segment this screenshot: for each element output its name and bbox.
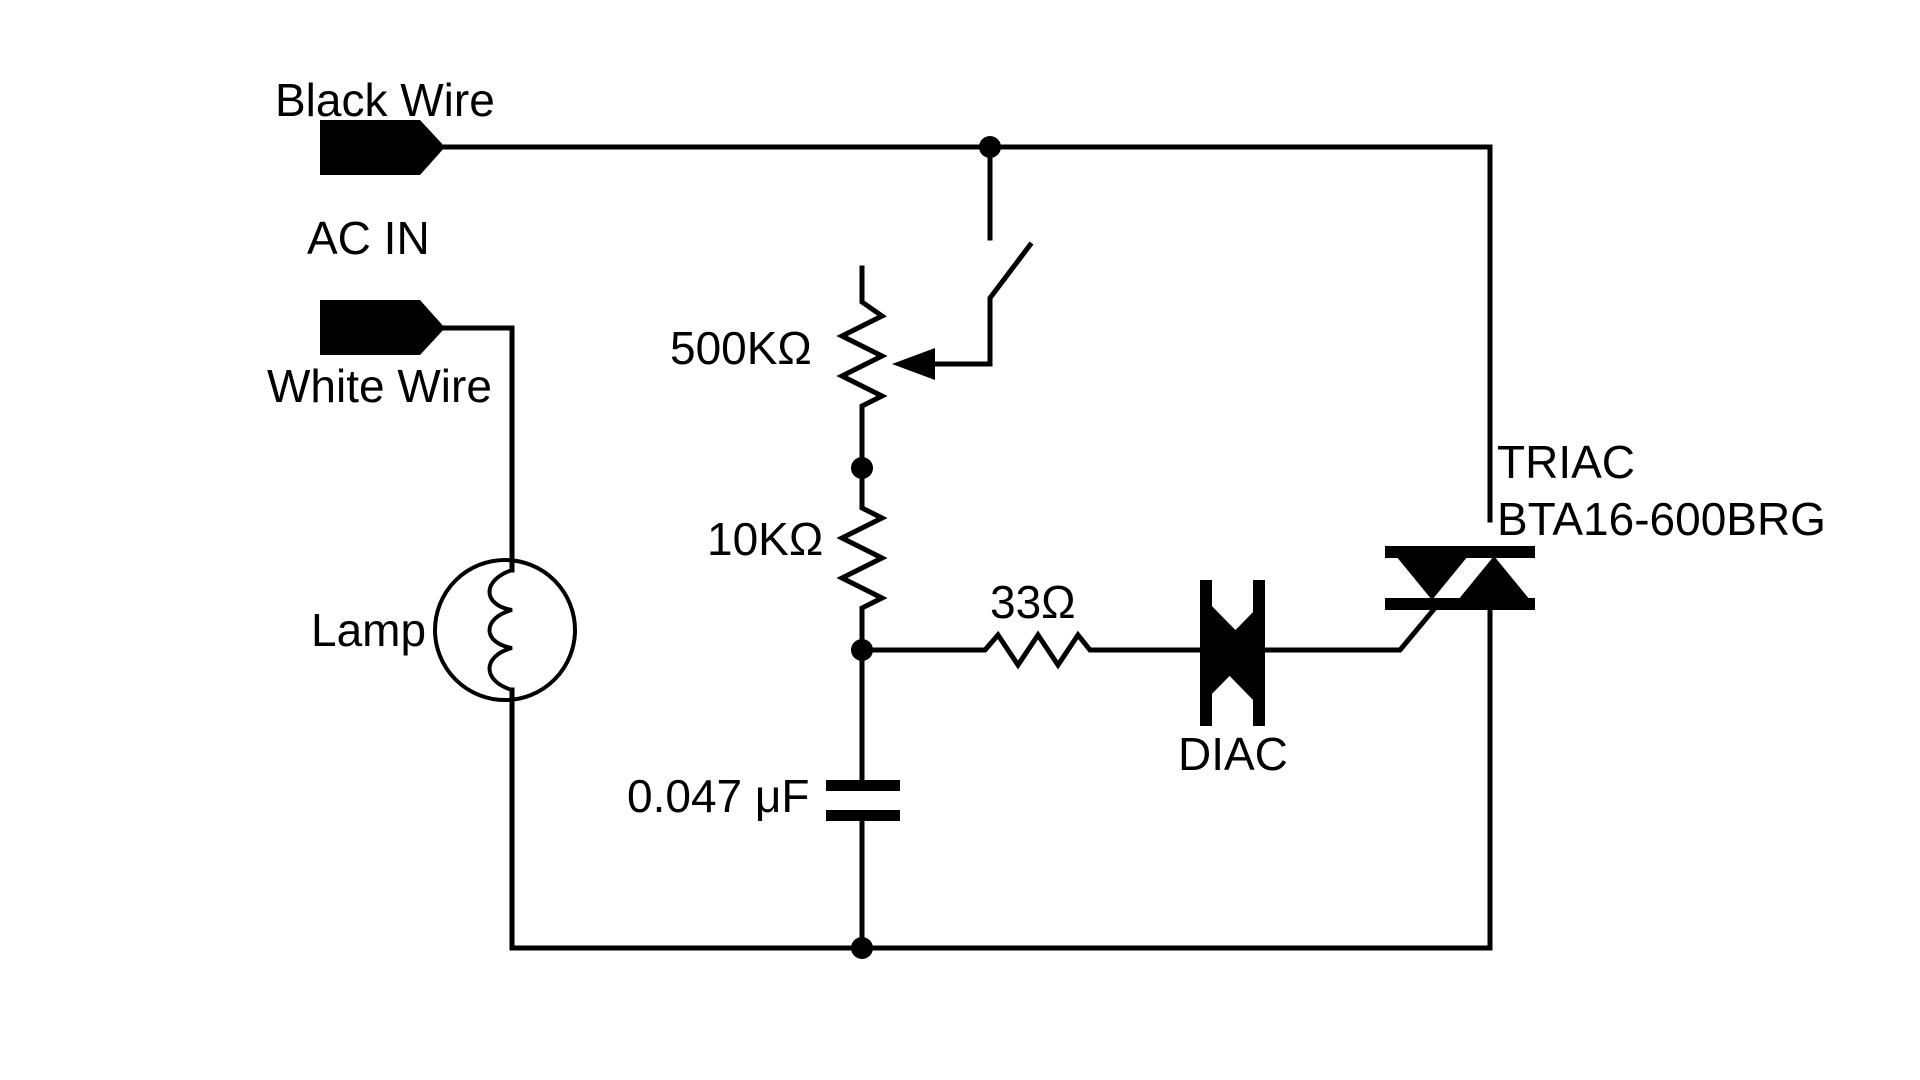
label-triac: TRIAC [1497,436,1635,488]
lamp [433,558,577,702]
wire-diac-to-gate [1262,604,1439,653]
label-resistor-33: 33Ω [990,576,1076,628]
wire-white-to-lamp [442,325,515,573]
label-pot-500k: 500KΩ [670,322,812,374]
capacitor-plate-bottom [826,810,900,821]
wire-top-rail [442,144,1493,523]
switch [987,144,1034,367]
label-lamp: Lamp [311,604,426,656]
label-capacitor: 0.047 μF [627,770,810,822]
label-black-wire: Black Wire [275,74,495,126]
pot-wiper-arrow [892,348,935,380]
potentiometer-500k [836,265,888,471]
triac [1385,546,1535,610]
label-triac-part: BTA16-600BRG [1497,493,1826,545]
label-white-wire: White Wire [267,360,492,412]
resistor-10k [836,465,888,653]
diac [1200,580,1265,726]
label-resistor-10k: 10KΩ [707,513,823,565]
label-ac-in: AC IN [307,212,430,264]
black-wire-terminal [320,120,445,175]
capacitor-plate-top [826,780,900,791]
label-diac: DIAC [1178,728,1288,780]
resistor-33 [859,630,1208,670]
wire-bottom-rail [509,602,1493,951]
white-wire-terminal [320,300,445,355]
